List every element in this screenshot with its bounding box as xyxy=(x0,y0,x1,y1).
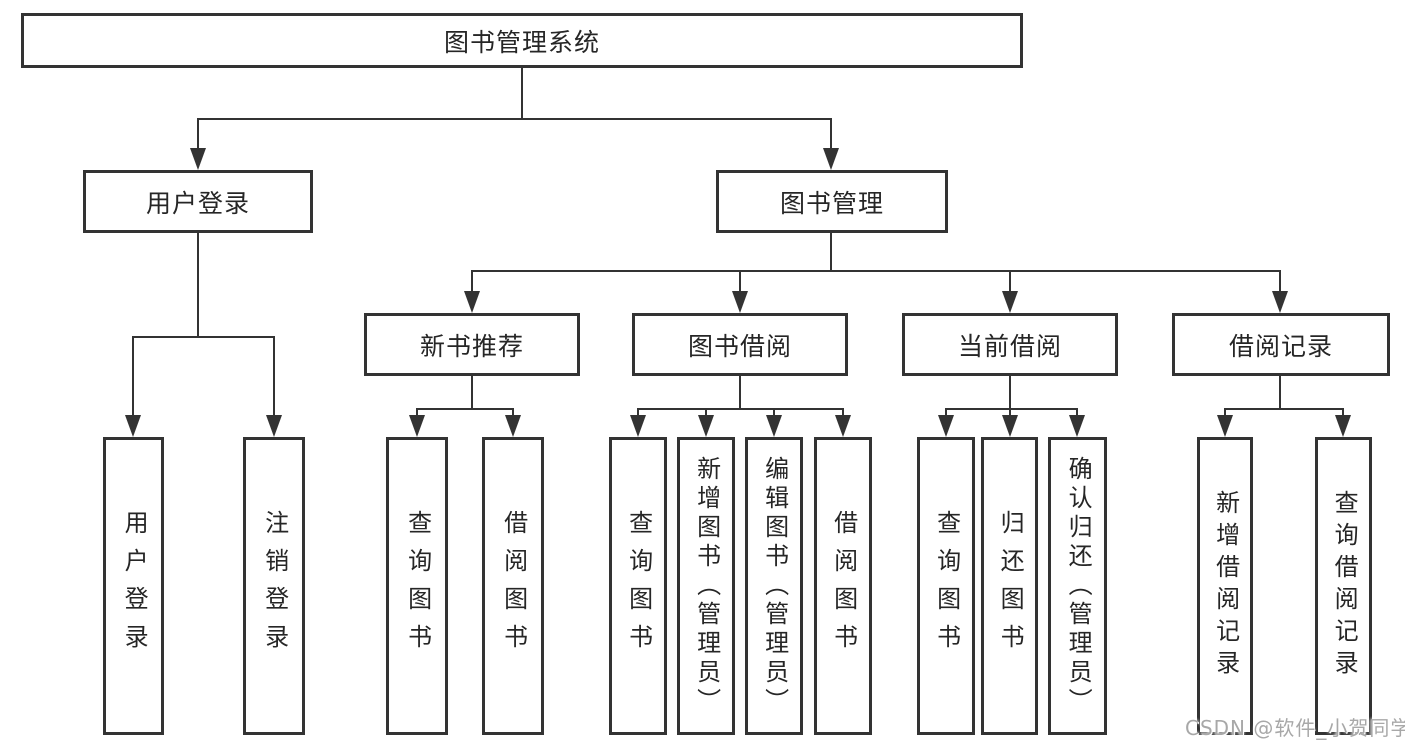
node-label: 归还图书 xyxy=(996,510,1025,662)
node-leaf-query-borrow-record: 查询借阅记录 xyxy=(1315,437,1372,735)
connector-user-login-down xyxy=(197,233,199,336)
arrow-down-icon xyxy=(1217,415,1233,437)
node-current-borrowing: 当前借阅 xyxy=(902,313,1118,376)
connector-user-login-hbar xyxy=(132,336,275,338)
connector-br-leaf2-stem xyxy=(1342,408,1344,418)
connector-cb-down xyxy=(1009,376,1011,408)
node-borrowing-records: 借阅记录 xyxy=(1172,313,1390,376)
connector-book-borrow-stem xyxy=(739,270,741,293)
node-label: 借阅记录 xyxy=(1228,331,1333,361)
arrow-down-icon xyxy=(1335,415,1351,437)
connector-cb-leaf3-stem xyxy=(1076,408,1078,418)
node-label: 新增借阅记录 xyxy=(1211,490,1240,682)
node-label: 图书管理 xyxy=(779,188,884,218)
arrow-down-icon xyxy=(1272,291,1288,313)
arrow-down-icon xyxy=(698,415,714,437)
node-leaf-user-login: 用户登录 xyxy=(103,437,164,735)
arrow-down-icon xyxy=(505,415,521,437)
node-label: 查询借阅记录 xyxy=(1330,490,1359,682)
connector-br-down xyxy=(1279,376,1281,408)
arrow-down-icon xyxy=(266,415,282,437)
node-label: 当前借阅 xyxy=(957,331,1062,361)
node-leaf-edit-books-admin: 编辑图书（管理员） xyxy=(745,437,803,735)
connector-book-mgmt-stem xyxy=(830,118,832,150)
node-label: 新书推荐 xyxy=(419,331,524,361)
node-user-login: 用户登录 xyxy=(83,170,313,233)
connector-cb-leaf2-stem xyxy=(1009,408,1011,418)
connector-cb-hbar xyxy=(945,408,1078,410)
node-leaf-borrow-books-2: 借阅图书 xyxy=(814,437,872,735)
connector-nbr-leaf1-stem xyxy=(416,408,418,418)
arrow-down-icon xyxy=(766,415,782,437)
node-label: 查询图书 xyxy=(403,510,432,662)
node-leaf-add-borrow-record: 新增借阅记录 xyxy=(1197,437,1253,735)
connector-bb-leaf3-stem xyxy=(773,408,775,418)
arrow-down-icon xyxy=(732,291,748,313)
node-label: 借阅图书 xyxy=(499,510,528,662)
connector-nbr-leaf2-stem xyxy=(512,408,514,418)
connector-bb-leaf1-stem xyxy=(637,408,639,418)
connector-root-hbar xyxy=(197,118,832,120)
node-label: 图书借阅 xyxy=(687,331,792,361)
connector-bb-hbar xyxy=(637,408,843,410)
connector-root-stem xyxy=(521,68,523,118)
node-label: 编辑图书（管理员） xyxy=(760,455,789,717)
arrow-down-icon xyxy=(1002,291,1018,313)
node-new-book-recommend: 新书推荐 xyxy=(364,313,580,376)
arrow-down-icon xyxy=(938,415,954,437)
arrow-down-icon xyxy=(464,291,480,313)
node-label: 图书管理系统 xyxy=(443,27,600,57)
connector-borrow-records-stem xyxy=(1279,270,1281,293)
node-leaf-logout: 注销登录 xyxy=(243,437,305,735)
connector-user-login-stem xyxy=(197,118,199,150)
node-leaf-borrow-books-1: 借阅图书 xyxy=(482,437,544,735)
node-label: 用户登录 xyxy=(145,188,250,218)
node-label: 确认归还（管理员） xyxy=(1064,455,1093,717)
connector-br-leaf1-stem xyxy=(1224,408,1226,418)
arrow-down-icon xyxy=(409,415,425,437)
arrow-down-icon xyxy=(835,415,851,437)
connector-br-hbar xyxy=(1224,408,1344,410)
connector-new-book-rec-stem xyxy=(471,270,473,293)
node-label: 新增图书（管理员） xyxy=(692,455,721,717)
arrow-down-icon xyxy=(190,148,206,170)
connector-cb-leaf1-stem xyxy=(945,408,947,418)
arrow-down-icon xyxy=(1069,415,1085,437)
connector-bb-leaf4-stem xyxy=(842,408,844,418)
node-leaf-add-books-admin: 新增图书（管理员） xyxy=(677,437,735,735)
node-leaf-confirm-return-admin: 确认归还（管理员） xyxy=(1048,437,1107,735)
connector-book-mgmt-down xyxy=(830,233,832,270)
watermark: CSDN @软件_小贺同学 xyxy=(1185,716,1405,740)
connector-current-borrow-stem xyxy=(1009,270,1011,293)
arrow-down-icon xyxy=(823,148,839,170)
node-leaf-return-books: 归还图书 xyxy=(981,437,1038,735)
node-label: 用户登录 xyxy=(120,510,149,662)
connector-bb-leaf2-stem xyxy=(705,408,707,418)
node-label: 注销登录 xyxy=(260,510,289,662)
node-label: 查询图书 xyxy=(624,510,653,662)
connector-logout-leaf-stem xyxy=(273,336,275,416)
connector-nbr-hbar xyxy=(416,408,514,410)
node-label: 查询图书 xyxy=(932,510,961,662)
connector-nbr-down xyxy=(471,376,473,408)
node-leaf-query-books-3: 查询图书 xyxy=(917,437,975,735)
node-label: 借阅图书 xyxy=(829,510,858,662)
node-book-borrowing: 图书借阅 xyxy=(632,313,848,376)
arrow-down-icon xyxy=(125,415,141,437)
connector-book-mgmt-hbar xyxy=(471,270,1281,272)
node-book-management: 图书管理 xyxy=(716,170,948,233)
arrow-down-icon xyxy=(1002,415,1018,437)
node-root-system: 图书管理系统 xyxy=(21,13,1023,68)
connector-user-login-leaf-stem xyxy=(132,336,134,416)
connector-bb-down xyxy=(739,376,741,408)
arrow-down-icon xyxy=(630,415,646,437)
node-leaf-query-books-1: 查询图书 xyxy=(386,437,448,735)
node-leaf-query-books-2: 查询图书 xyxy=(609,437,667,735)
